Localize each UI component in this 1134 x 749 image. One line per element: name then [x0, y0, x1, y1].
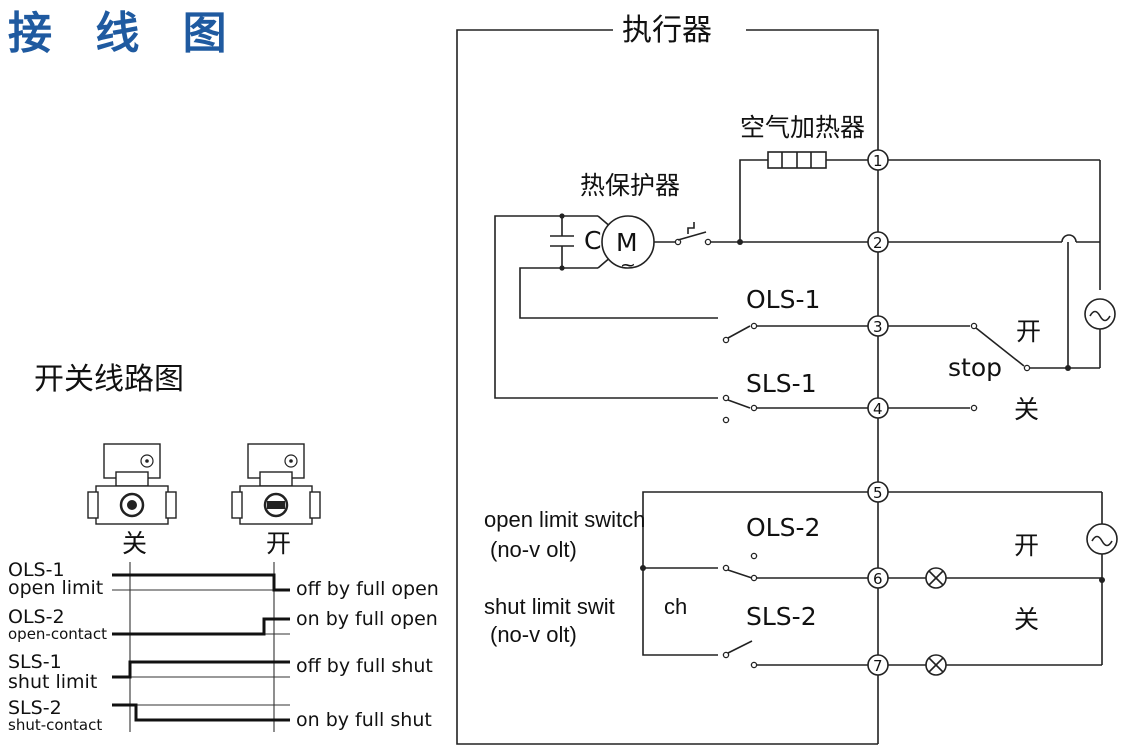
shut-limit-switch-suffix: ch: [664, 594, 687, 619]
motor-ac-symbol: ~: [620, 254, 636, 276]
valve-open-icon: [231, 443, 321, 525]
open-novolt-label: (no-v olt): [490, 537, 577, 562]
limit-switch-ols1: [722, 322, 868, 344]
terminal-5: 5: [867, 481, 889, 503]
svg-text:1: 1: [873, 152, 883, 170]
svg-text:6: 6: [873, 570, 883, 588]
svg-text:2: 2: [873, 234, 883, 252]
limit-switch-sls1: [722, 394, 868, 424]
terminal-3: 3: [867, 315, 889, 337]
capacitor-label: C: [584, 226, 601, 255]
shut-limit-switch-label: shut limit swit: [484, 594, 615, 619]
open-lamp-icon: [925, 567, 947, 589]
actuator-frame: [456, 29, 879, 745]
close-lamp-icon: [925, 654, 947, 676]
valve-closed-label: 关: [122, 529, 147, 558]
terminal-4: 4: [867, 397, 889, 419]
ac-source-icon: [1084, 298, 1116, 330]
motor-label: M: [616, 228, 638, 257]
shut-novolt-label: (no-v olt): [490, 622, 577, 647]
timing-sls1-desc: shut limit: [8, 671, 97, 693]
air-heater-label: 空气加热器: [740, 113, 865, 142]
switch-circuit-title: 开关线路图: [34, 362, 184, 397]
timing-ols2-name: OLS-2: [8, 606, 65, 628]
terminal-2: 2: [867, 231, 889, 253]
svg-text:4: 4: [873, 400, 883, 418]
valve-closed-icon: [87, 443, 177, 525]
ols2-label: OLS-2: [746, 513, 820, 542]
motor-circuit: [494, 213, 868, 399]
control-open-label: 开: [1016, 317, 1041, 346]
sls2-label: SLS-2: [746, 602, 817, 631]
timing-sls1-state: off by full shut: [296, 655, 433, 677]
control-stop-label: stop: [948, 353, 1002, 382]
svg-text:3: 3: [873, 318, 883, 336]
timing-sls1-name: SLS-1: [8, 651, 62, 673]
timing-sls2-state: on by full shut: [296, 709, 432, 731]
signal-ac-source-icon: [1086, 523, 1118, 555]
timing-chart: [112, 562, 290, 732]
timing-ols2-desc: open-contact: [8, 625, 107, 643]
external-control: [888, 159, 1116, 412]
control-close-label: 关: [1014, 395, 1039, 424]
timing-ols1-name: OLS-1: [8, 559, 65, 581]
air-heater: [737, 151, 868, 245]
signal-close-label: 关: [1014, 605, 1039, 634]
timing-sls2-name: SLS-2: [8, 697, 62, 719]
sls1-label: SLS-1: [746, 369, 817, 398]
svg-text:5: 5: [873, 484, 883, 502]
terminal-1: 1: [867, 149, 889, 171]
signal-circuit: [640, 491, 1118, 676]
valve-open-label: 开: [266, 529, 291, 558]
timing-sls2-desc: shut-contact: [8, 716, 102, 734]
open-limit-switch-label: open limit switch: [484, 507, 645, 532]
timing-ols1-desc: open limit: [8, 577, 103, 599]
actuator-label: 执行器: [622, 13, 712, 48]
svg-text:7: 7: [873, 657, 883, 675]
timing-ols2-state: on by full open: [296, 608, 438, 630]
signal-open-label: 开: [1014, 531, 1039, 560]
thermal-protector-label: 热保护器: [580, 171, 680, 200]
timing-ols1-state: off by full open: [296, 578, 439, 600]
ols1-label: OLS-1: [746, 285, 820, 314]
terminal-6: 6: [867, 567, 889, 589]
terminal-7: 7: [867, 654, 889, 676]
page-title: 接 线 图: [8, 8, 241, 59]
